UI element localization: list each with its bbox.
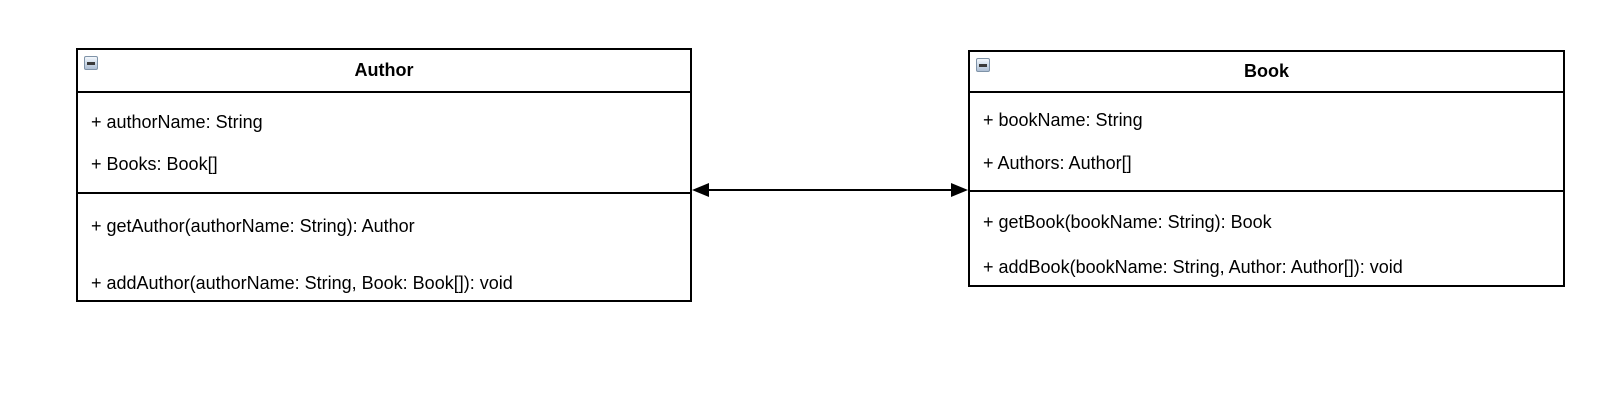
attribute-row[interactable]: + bookName: String <box>983 110 1143 130</box>
minus-icon <box>979 64 987 67</box>
collapse-icon[interactable] <box>84 56 98 70</box>
class-box-book[interactable]: Book + bookName: String + Authors: Autho… <box>968 50 1565 287</box>
attributes-compartment-book: + bookName: String + Authors: Author[] <box>970 93 1563 192</box>
class-title-book: Book <box>1244 61 1289 81</box>
class-box-author[interactable]: Author + authorName: String + Books: Boo… <box>76 48 692 302</box>
methods-compartment-author: + getAuthor(authorName: String): Author … <box>78 194 690 302</box>
class-title-author: Author <box>354 60 414 80</box>
methods-compartment-book: + getBook(bookName: String): Book + addB… <box>970 192 1563 285</box>
attribute-row[interactable]: + Books: Book[] <box>91 154 218 174</box>
class-header-author[interactable]: Author <box>78 50 690 93</box>
connector-line <box>704 189 956 191</box>
attribute-row[interactable]: + authorName: String <box>91 112 263 132</box>
arrowhead-right-icon <box>951 183 968 197</box>
method-row[interactable]: + addBook(bookName: String, Author: Auth… <box>983 257 1403 277</box>
method-row[interactable]: + addAuthor(authorName: String, Book: Bo… <box>91 273 513 293</box>
minus-icon <box>87 62 95 65</box>
method-row[interactable]: + getAuthor(authorName: String): Author <box>91 216 415 236</box>
class-header-book[interactable]: Book <box>970 52 1563 93</box>
attributes-compartment-author: + authorName: String + Books: Book[] <box>78 93 690 194</box>
arrowhead-left-icon <box>692 183 709 197</box>
method-row[interactable]: + getBook(bookName: String): Book <box>983 212 1272 232</box>
attribute-row[interactable]: + Authors: Author[] <box>983 153 1132 173</box>
collapse-icon[interactable] <box>976 58 990 72</box>
association-connector[interactable] <box>692 183 968 197</box>
